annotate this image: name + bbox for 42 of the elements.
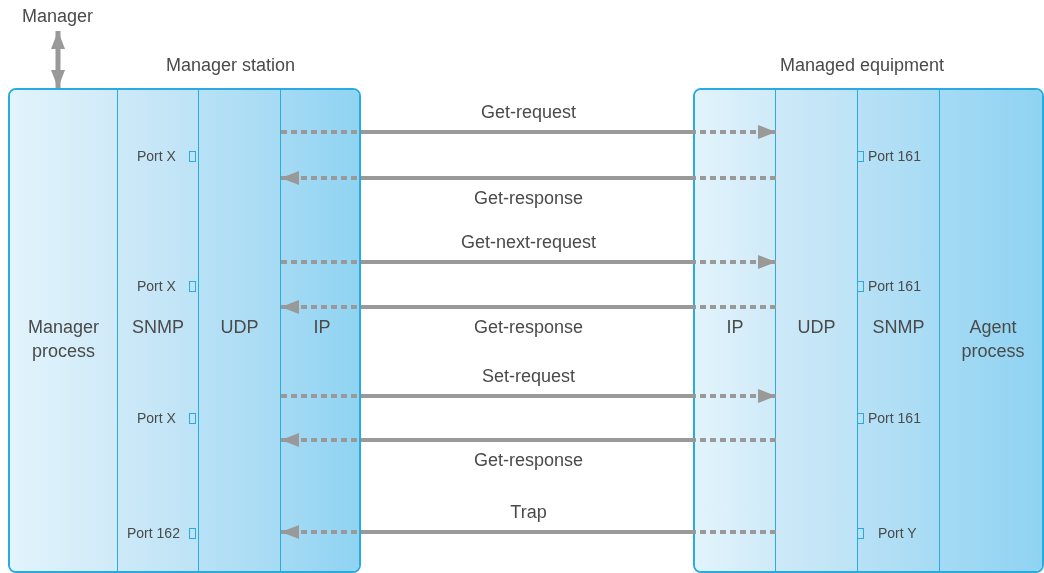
layer-name: UDP	[796, 316, 837, 339]
protocol-layer	[281, 90, 359, 571]
layer-name: SNMP	[131, 316, 185, 339]
layer-name: SNMP	[871, 316, 926, 339]
port-label: Port Y	[878, 525, 917, 541]
protocol-layer	[695, 90, 776, 571]
layer-name: IP	[725, 316, 745, 339]
protocol-layer	[199, 90, 281, 571]
station-title: Managed equipment	[780, 55, 945, 76]
port-label: Port X	[137, 410, 176, 426]
arrow	[281, 389, 776, 403]
message-label: Get-response	[471, 317, 586, 338]
port-label: Port X	[137, 278, 176, 294]
layer-name: Manager process	[26, 316, 100, 363]
protocol-layer	[940, 90, 1042, 571]
arrow	[281, 125, 776, 139]
message-label: Get-next-request	[458, 232, 599, 253]
port-label: Port X	[137, 148, 176, 164]
protocol-layer	[776, 90, 858, 571]
layer-name: Agent process	[960, 316, 1026, 363]
port-label: Port 161	[868, 410, 921, 426]
message-label: Set-request	[479, 366, 578, 387]
arrow	[281, 433, 776, 447]
message-label: Get-response	[471, 188, 586, 209]
arrow	[281, 255, 776, 269]
message-label: Get-request	[479, 102, 578, 123]
arrow	[281, 171, 776, 185]
message-label: Get-response	[471, 450, 586, 471]
actor-label: Manager	[22, 6, 94, 27]
protocol-layer	[118, 90, 199, 571]
arrow	[281, 525, 776, 539]
layer-name: IP	[312, 316, 332, 339]
port-label: Port 161	[868, 278, 921, 294]
protocol-layer	[10, 90, 118, 571]
arrow	[51, 31, 65, 88]
arrow	[281, 300, 776, 314]
port-label: Port 162	[127, 525, 180, 541]
layer-name: UDP	[219, 316, 260, 339]
port-label: Port 161	[868, 148, 921, 164]
protocol-layer	[858, 90, 940, 571]
station-title: Manager station	[166, 55, 296, 76]
message-label: Trap	[508, 502, 549, 523]
